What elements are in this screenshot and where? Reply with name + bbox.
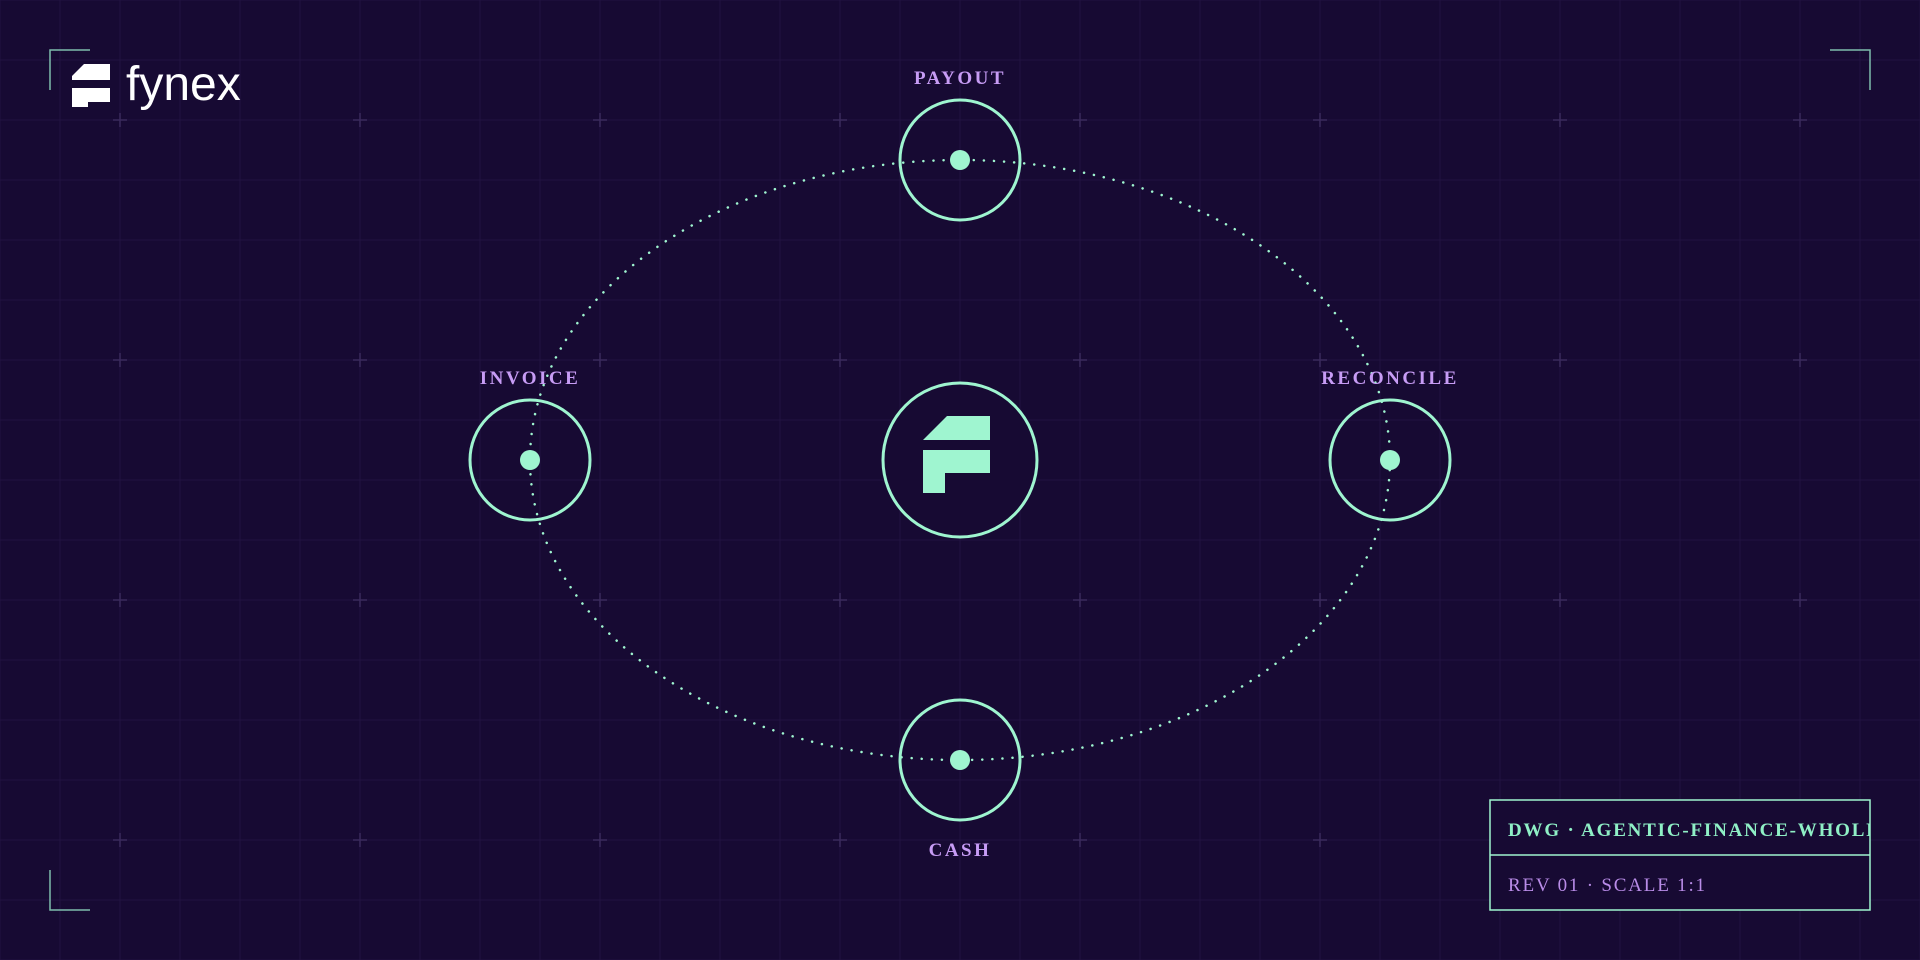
crosshair-mark — [833, 593, 847, 607]
node-cash[interactable]: CASH — [898, 698, 1022, 861]
node-ring — [898, 98, 1022, 222]
node-dot — [950, 750, 970, 770]
brand-name: fynex — [126, 58, 241, 111]
crosshair-mark — [1553, 353, 1567, 367]
crosshair-mark — [1073, 593, 1087, 607]
node-ring — [1328, 398, 1452, 522]
crosshair-mark — [593, 593, 607, 607]
corner-bracket-top-left — [49, 49, 90, 90]
node-invoice[interactable]: INVOICE — [468, 368, 592, 522]
node-payout[interactable]: PAYOUT — [898, 68, 1022, 222]
crosshair-mark — [353, 353, 367, 367]
crosshair-mark — [113, 113, 127, 127]
fynex-f-mark-icon — [72, 64, 110, 107]
crosshair-mark — [1313, 833, 1327, 847]
crosshair-mark — [1313, 113, 1327, 127]
node-dot — [1380, 450, 1400, 470]
node-label-reconcile: RECONCILE — [1321, 368, 1459, 389]
crosshair-mark — [1553, 593, 1567, 607]
crosshair-mark — [1793, 113, 1807, 127]
crosshair-mark — [833, 113, 847, 127]
crosshair-mark — [833, 833, 847, 847]
node-ring — [898, 698, 1022, 822]
crosshair-mark — [1073, 113, 1087, 127]
crosshair-mark — [353, 593, 367, 607]
crosshair-mark — [593, 833, 607, 847]
crosshair-mark — [833, 353, 847, 367]
node-label-cash: CASH — [929, 840, 992, 861]
crosshair-mark — [113, 593, 127, 607]
crosshair-mark — [593, 353, 607, 367]
drawing-id: DWG · AGENTIC-FINANCE-WHOLE- — [1508, 820, 1889, 841]
crosshair-mark — [1553, 113, 1567, 127]
crosshair-mark — [593, 113, 607, 127]
node-dot — [950, 150, 970, 170]
brand-logo[interactable]: fynex — [72, 58, 241, 111]
crosshair-mark — [113, 833, 127, 847]
corner-bracket-bottom-left — [49, 870, 90, 911]
crosshair-mark — [1313, 353, 1327, 367]
crosshair-mark — [1073, 833, 1087, 847]
node-label-invoice: INVOICE — [480, 368, 581, 389]
crosshair-mark — [1073, 353, 1087, 367]
revision-scale: REV 01 · SCALE 1:1 — [1508, 875, 1707, 896]
node-label-payout: PAYOUT — [914, 68, 1006, 89]
grid-crosshairs — [113, 113, 1807, 847]
crosshair-mark — [1793, 593, 1807, 607]
crosshair-mark — [353, 833, 367, 847]
node-reconcile[interactable]: RECONCILE — [1321, 368, 1459, 522]
crosshair-mark — [1313, 593, 1327, 607]
center-hub[interactable] — [881, 381, 1039, 539]
node-ring — [468, 398, 592, 522]
node-dot — [520, 450, 540, 470]
title-block: DWG · AGENTIC-FINANCE-WHOLE- REV 01 · SC… — [1489, 799, 1889, 911]
corner-bracket-top-right — [1830, 49, 1871, 90]
crosshair-mark — [113, 353, 127, 367]
crosshair-mark — [353, 113, 367, 127]
fynex-f-mark-icon — [923, 416, 990, 493]
crosshair-mark — [1793, 353, 1807, 367]
